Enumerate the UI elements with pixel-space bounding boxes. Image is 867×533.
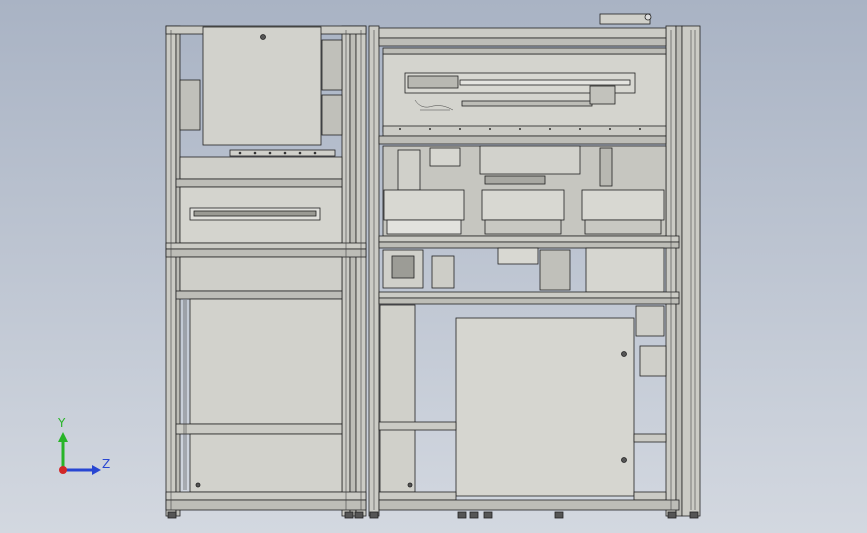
- mid-module: [585, 247, 665, 293]
- triad-origin: [59, 466, 67, 474]
- clamp-block-1: [383, 189, 465, 221]
- clamp-block-3: [581, 189, 665, 221]
- y-arrow-head: [58, 432, 68, 442]
- z-axis-label: Z: [102, 457, 110, 471]
- electrical-box-lower: [455, 317, 635, 497]
- left-cabinet: [165, 25, 416, 517]
- machine-model[interactable]: [165, 13, 701, 519]
- y-axis-label: Y: [57, 416, 66, 430]
- leveling-feet: [167, 511, 699, 519]
- clamp-block-2: [481, 189, 565, 221]
- z-arrow-head: [92, 465, 101, 475]
- lower-panel-left: [189, 298, 343, 425]
- electrical-box-upper: [202, 26, 322, 146]
- orientation-triad[interactable]: Y Z: [57, 416, 110, 475]
- right-frame: [368, 13, 701, 517]
